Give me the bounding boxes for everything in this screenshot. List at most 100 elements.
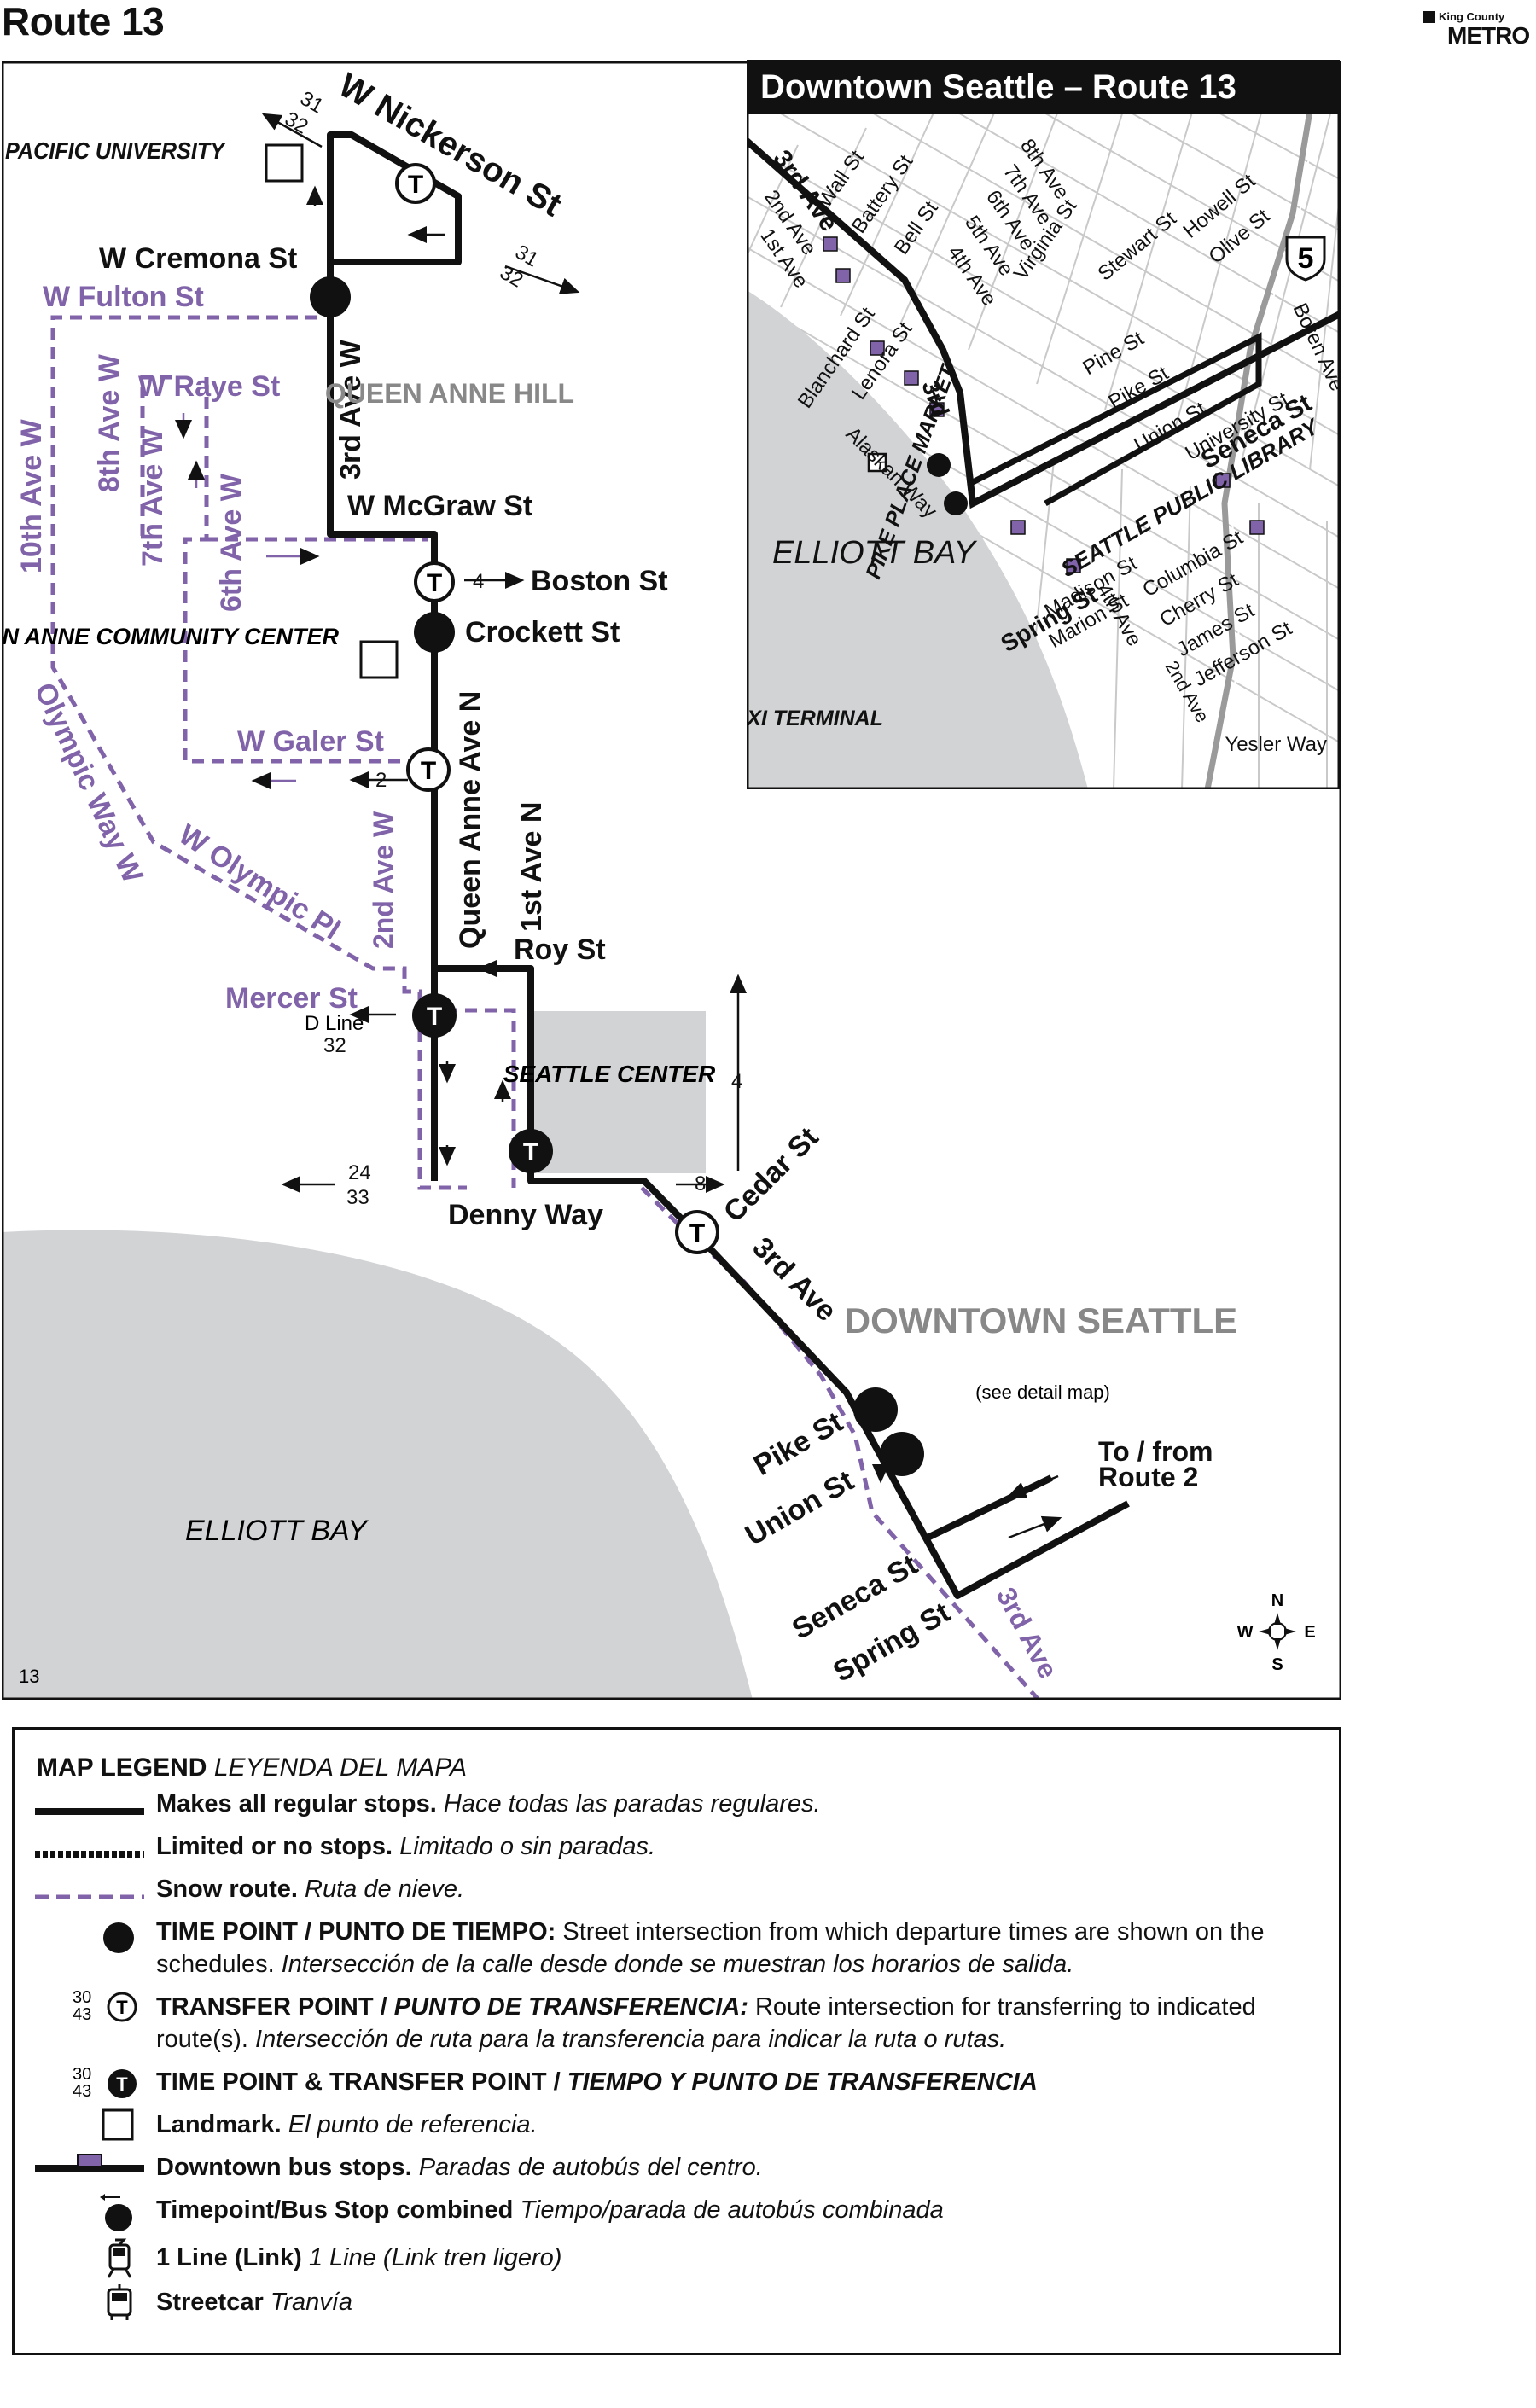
svg-text:T: T	[689, 1219, 705, 1248]
time-point-union	[880, 1432, 924, 1476]
time-point-cremona	[310, 276, 351, 317]
transfer-point-boston: T	[414, 561, 455, 602]
svg-text:43: 43	[73, 2082, 91, 2101]
legend-title: MAP LEGEND LEYENDA DEL MAPA	[37, 1754, 468, 1782]
label-raye: W Raye St	[138, 370, 280, 403]
svg-text:T: T	[116, 1997, 128, 2018]
timepoint-stop-symbol	[100, 2194, 132, 2231]
svg-text:N: N	[1271, 1591, 1283, 1610]
elliott-bay-water	[2, 1230, 753, 1700]
svg-text:5: 5	[1298, 242, 1314, 275]
label-to-from: To / from	[1098, 1436, 1213, 1467]
svg-text:S: S	[1271, 1655, 1283, 1674]
time-transfer-point-mercer: T	[412, 993, 457, 1038]
transfer-point-galer: T	[406, 747, 451, 792]
svg-text:43: 43	[73, 2005, 91, 2024]
label-crockett: Crockett St	[465, 616, 620, 649]
label-spu: SEATTLE PACIFIC UNIVERSITY	[2, 137, 226, 165]
downtown-stop-symbol	[35, 2154, 144, 2172]
elliott-bay-inset-water	[747, 290, 1088, 789]
label-3rd-ave-w: 3rd Ave W	[335, 339, 367, 480]
time-point-crockett	[414, 612, 455, 653]
svg-text:4: 4	[731, 1070, 742, 1093]
crown-icon	[1423, 11, 1435, 23]
landmark-symbol	[102, 2108, 134, 2141]
svg-text:8: 8	[695, 1172, 706, 1195]
legend-landmark: Landmark. El punto de referencia.	[156, 2111, 538, 2138]
label-olympic-pl: W Olympic Pl	[173, 818, 346, 946]
label-queen-anne-hill: QUEEN ANNE HILL	[325, 378, 574, 409]
legend-time-transfer-point: TIME POINT & TRANSFER POINT / TIEMPO Y P…	[156, 2068, 1038, 2096]
time-transfer-point-1st-ave: T	[509, 1129, 553, 1173]
i5-shield: 5	[1285, 236, 1326, 282]
legend-timepoint-stop: Timepoint/Bus Stop combined Tiempo/parad…	[156, 2196, 944, 2224]
legend-time-point: TIME POINT / PUNTO DE TIEMPO: Street int…	[156, 1918, 1265, 1978]
svg-text:T: T	[421, 757, 436, 785]
compass-main: N S W E	[1237, 1591, 1316, 1674]
dotted-line-symbol	[35, 1851, 144, 1858]
legend-snow-route: Snow route. Ruta de nieve.	[156, 1876, 465, 1903]
svg-text:32: 32	[323, 1034, 346, 1057]
label-7th-ave: 7th Ave W	[137, 428, 169, 567]
agency-small: King County	[1439, 10, 1505, 23]
svg-text:W: W	[1237, 1623, 1254, 1642]
svg-text:2: 2	[375, 769, 387, 792]
legend-transfer-point: TRANSFER POINT / PUNTO DE TRANSFERENCIA:…	[156, 1993, 1256, 2053]
label-roy: Roy St	[514, 934, 606, 966]
map-legend: MAP LEGEND LEYENDA DEL MAPA Makes all re…	[12, 1727, 1341, 2355]
svg-text:T: T	[408, 171, 423, 199]
label-2nd-ave-w: 2nd Ave W	[368, 811, 399, 949]
snow-route-symbol	[35, 1894, 144, 1899]
inset-title: Downtown Seattle – Route 13	[760, 68, 1236, 106]
route-map: T T T T T T N S W E W Nickerson St SEATT…	[2, 61, 1341, 1700]
svg-text:T: T	[427, 1003, 442, 1031]
label-mcgraw: W McGraw St	[347, 490, 532, 522]
legend-streetcar: Streetcar Tranvía	[156, 2289, 352, 2316]
label-seattle-center: SEATTLE CENTER	[503, 1061, 716, 1087]
time-point-pike	[853, 1387, 898, 1432]
label-union: Union St	[740, 1464, 859, 1552]
label-boston: Boston St	[531, 565, 668, 597]
label-3rd-ave-south: 3rd Ave	[991, 1582, 1064, 1683]
label-downtown: DOWNTOWN SEATTLE	[845, 1300, 1237, 1341]
transfer-point-nickerson: T	[395, 163, 436, 204]
legend-downtown-stops: Downtown bus stops. Paradas de autobús d…	[156, 2154, 763, 2181]
svg-text:Yesler Way: Yesler Way	[1225, 733, 1327, 756]
landmark-qacc	[359, 640, 399, 679]
label-cremona: W Cremona St	[99, 242, 297, 275]
label-6th-ave: 6th Ave W	[215, 473, 247, 612]
label-fulton: W Fulton St	[43, 281, 204, 313]
streetcar-icon	[107, 2284, 132, 2320]
label-8th-ave: 8th Ave W	[93, 353, 125, 492]
svg-text:24: 24	[348, 1161, 371, 1184]
svg-text:E: E	[1304, 1623, 1315, 1642]
solid-line-symbol	[35, 1808, 144, 1815]
landmark-spu	[265, 143, 304, 183]
label-1st-ave-n: 1st Ave N	[515, 802, 548, 932]
seattle-center-area	[531, 1011, 706, 1173]
label-qacc: QUEEN ANNE COMMUNITY CENTER	[2, 624, 339, 649]
downtown-inset-map: 5 Wall St Battery St Bell St Blanchard S…	[747, 60, 1340, 789]
king-county-metro-logo: King County METRO	[1423, 9, 1533, 49]
route-13-inset-line	[747, 137, 1340, 509]
interstate-5	[1204, 110, 1313, 789]
svg-text:33: 33	[346, 1186, 369, 1209]
label-see-detail: (see detail map)	[975, 1381, 1110, 1403]
label-10th-ave: 10th Ave W	[15, 418, 48, 573]
label-galer: W Galer St	[237, 725, 384, 758]
label-route2: Route 2	[1098, 1462, 1198, 1492]
link-rail-icon	[107, 2238, 132, 2278]
legend-limited-stops: Limited or no stops. Limitado o sin para…	[156, 1833, 656, 1860]
svg-text:T: T	[427, 569, 442, 597]
label-3rd-ave-main: 3rd Ave	[746, 1231, 842, 1328]
label-elliott-bay: ELLIOTT BAY	[185, 1515, 369, 1547]
svg-text:30: 30	[73, 1988, 91, 2007]
agency-name: METRO	[1447, 22, 1530, 49]
svg-text:4: 4	[473, 570, 484, 593]
label-denny: Denny Way	[448, 1199, 603, 1231]
svg-text:T: T	[116, 2074, 128, 2095]
svg-text:FERRY & WATER TAXI TERMINAL: FERRY & WATER TAXI TERMINAL	[747, 707, 883, 730]
time-point-symbol	[103, 1922, 134, 1953]
page-number: 13	[19, 1666, 39, 1687]
